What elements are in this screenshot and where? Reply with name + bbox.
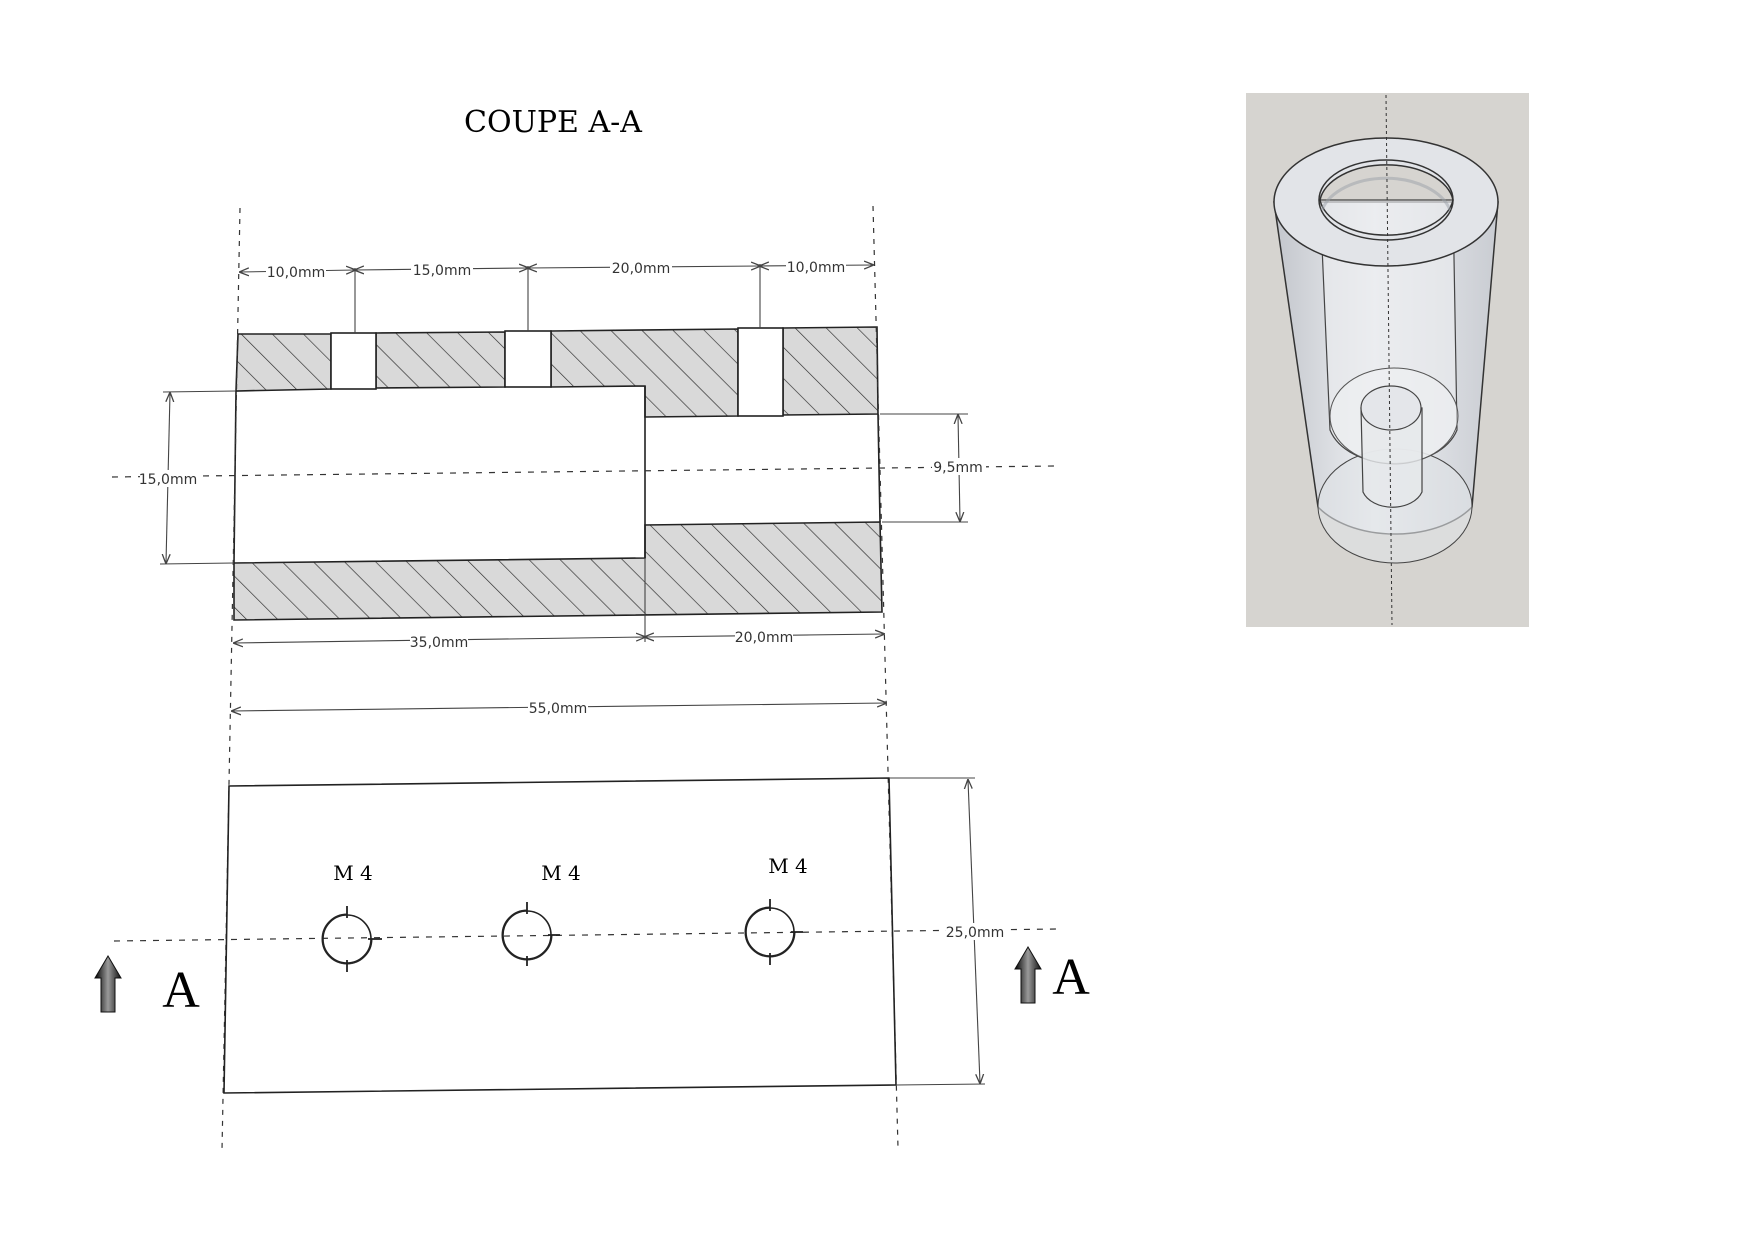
dim-label-small-bore-length: 20,0mm <box>735 630 793 646</box>
dim-label-top-3: 20,0mm <box>612 261 670 277</box>
threaded-hole-3 <box>744 899 803 965</box>
section-arrow-right <box>1014 946 1042 1004</box>
ext-line-outer-bottom <box>895 1083 986 1086</box>
top-wall-segment-2 <box>375 331 506 389</box>
dim-label-top-4: 10,0mm <box>787 260 845 276</box>
small-bore-top-ellipse <box>1360 385 1422 431</box>
small-bore <box>1360 407 1423 508</box>
tapped-hole-gap-3 <box>737 327 784 417</box>
large-bore-top-ellipse <box>1318 159 1454 241</box>
tapped-hole-gap-1 <box>330 332 377 390</box>
section-center-axis <box>111 465 1056 478</box>
thread-label-2: M 4 <box>541 861 581 885</box>
section-view: 10,0mm 15,0mm 20,0mm 10,0mm 15,0mm 9,5mm… <box>111 205 1056 1151</box>
dim-label-top-2: 15,0mm <box>413 263 471 279</box>
dim-label-large-bore-length: 35,0mm <box>410 635 468 651</box>
top-face <box>1273 137 1499 267</box>
thread-label-1: M 4 <box>333 861 373 885</box>
dim-label-outer-diameter: 25,0mm <box>946 925 1004 941</box>
thread-label-3: M 4 <box>768 854 808 878</box>
tapped-hole-gap-2 <box>504 330 552 388</box>
top-wall-segment-4 <box>782 326 879 416</box>
dim-label-top-1: 10,0mm <box>267 265 325 281</box>
ext-line-large-bore-bottom <box>159 562 235 565</box>
threaded-hole-2 <box>501 902 560 966</box>
threaded-hole-1 <box>321 906 382 972</box>
bottom-wall <box>233 521 883 621</box>
isometric-axis <box>1385 94 1393 626</box>
large-bore-outline <box>233 390 237 564</box>
dim-label-small-bore: 9,5mm <box>933 460 983 476</box>
section-mark-right: A <box>1052 949 1090 1006</box>
top-view-center-axis <box>113 928 1058 942</box>
dim-label-overall-length: 55,0mm <box>529 701 587 717</box>
isometric-view <box>1246 93 1529 627</box>
section-arrow-left <box>94 955 122 1013</box>
section-title: COUPE A-A <box>464 105 642 140</box>
top-wall-segment-1 <box>235 333 332 392</box>
section-mark-left: A <box>162 962 200 1019</box>
dim-label-large-bore: 15,0mm <box>139 472 197 488</box>
ext-line-large-bore-top <box>162 390 237 393</box>
top-view: M 4 M 4 M 4 25,0mm A A <box>94 777 1090 1094</box>
